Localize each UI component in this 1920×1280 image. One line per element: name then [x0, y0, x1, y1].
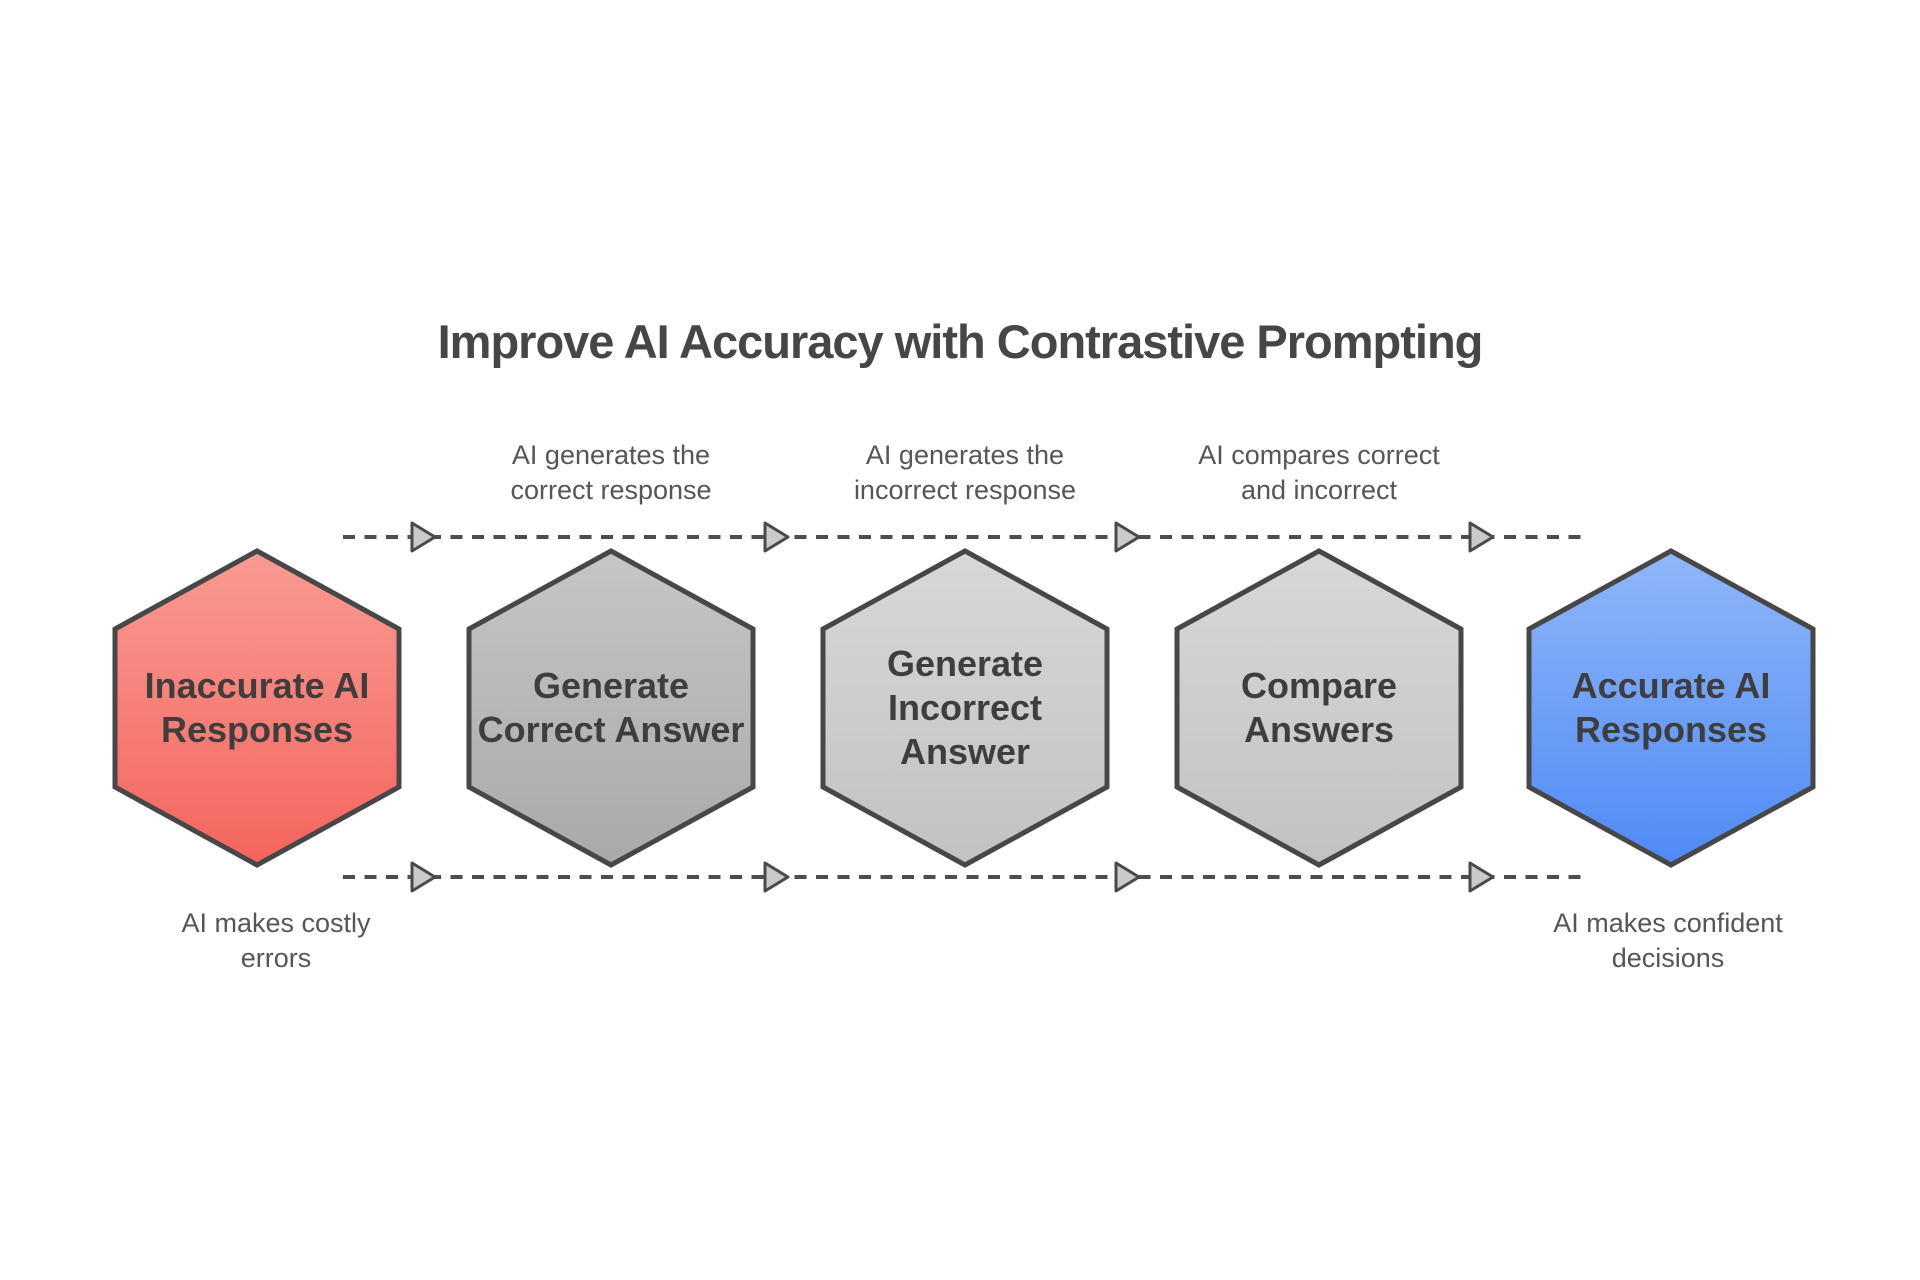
annotation-ai-confident-decisions: AI makes confident decisions [1553, 908, 1783, 973]
arrowhead-icon [1114, 521, 1141, 553]
hexagon-shape [1526, 548, 1816, 868]
hexagon-shape-svg [820, 548, 1110, 868]
top-arrowheads [410, 521, 1495, 553]
hexagon-shape-svg [112, 548, 402, 868]
node-inaccurate-ai-responses: Inaccurate AI Responses [112, 548, 402, 868]
node-label: Generate Correct Answer [477, 665, 745, 750]
hexagon-shape-svg [1174, 548, 1464, 868]
node-accurate-ai-responses: Accurate AI Responses [1526, 548, 1816, 868]
annotation-ai-costly-errors: AI makes costly errors [181, 908, 371, 973]
diagram-title: Improve AI Accuracy with Contrastive Pro… [437, 315, 1484, 368]
hexagon-shape-svg [1526, 548, 1816, 868]
hexagon-shape-svg [466, 548, 756, 868]
arrowhead-icon [410, 861, 437, 893]
node-label: Inaccurate AI Responses [144, 665, 370, 750]
arrowhead-icon [1468, 861, 1495, 893]
node-compare-answers: Compare Answers [1174, 548, 1464, 868]
arrowhead-icon [1468, 521, 1495, 553]
annotation-ai-compares: AI compares correct and incorrect [1198, 440, 1440, 505]
hexagon-shape [820, 548, 1110, 868]
annotation-ai-generates-correct: AI generates the correct response [510, 440, 712, 505]
arrowhead-icon [1114, 861, 1141, 893]
hexagon-shape [466, 548, 756, 868]
bottom-arrowheads [410, 861, 1495, 893]
node-label: Accurate AI Responses [1571, 665, 1771, 750]
annotation-ai-generates-incorrect: AI generates the incorrect response [853, 440, 1077, 505]
node-label: Generate Incorrect Answer [886, 643, 1044, 772]
arrowhead-icon [410, 521, 437, 553]
node-generate-incorrect-answer: Generate Incorrect Answer [820, 548, 1110, 868]
arrowhead-icon [763, 521, 790, 553]
arrowhead-icon [763, 861, 790, 893]
node-label: Compare Answers [1240, 665, 1398, 750]
hexagon-shape [112, 548, 402, 868]
node-generate-correct-answer: Generate Correct Answer [466, 548, 756, 868]
hexagon-shape [1174, 548, 1464, 868]
